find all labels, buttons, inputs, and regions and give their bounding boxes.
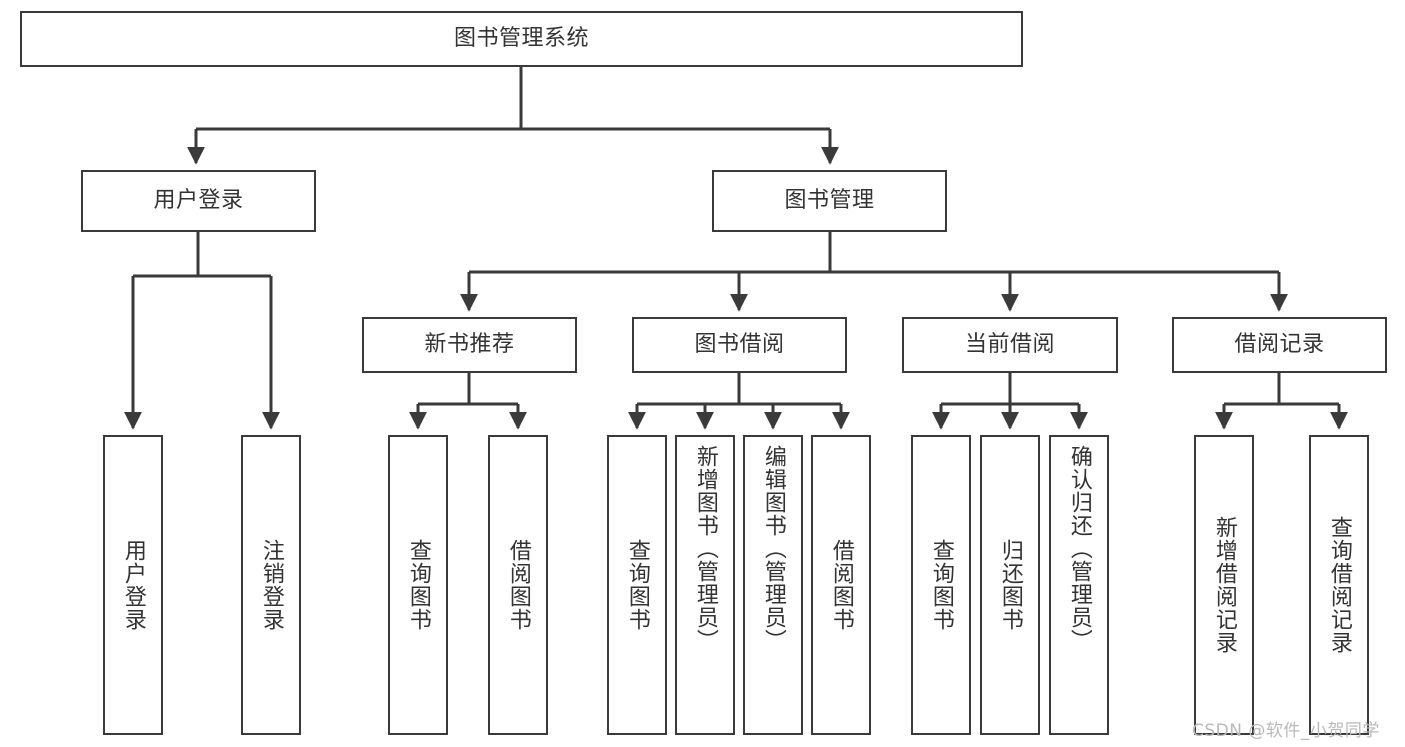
leaf-borrow-book[interactable]: 借阅图书: [811, 435, 871, 735]
node-label: 借阅图书: [505, 539, 531, 631]
node-label: 借阅图书: [828, 539, 854, 631]
node-borrow-record[interactable]: 借阅记录: [1172, 317, 1387, 373]
node-label: 新增图书（管理员）: [692, 445, 718, 652]
node-current-borrow[interactable]: 当前借阅: [902, 317, 1118, 373]
leaf-borrow-book-recommend[interactable]: 借阅图书: [488, 435, 548, 735]
csdn-watermark: CSDN @软件_小贺同学: [1192, 721, 1380, 741]
node-label: 查询图书: [405, 539, 431, 631]
node-label: 归还图书: [997, 539, 1023, 631]
node-user-login[interactable]: 用户登录: [81, 170, 316, 232]
leaf-query-borrow-record[interactable]: 查询借阅记录: [1309, 435, 1369, 735]
node-label: 用户登录: [153, 187, 244, 213]
leaf-add-book-admin[interactable]: 新增图书（管理员）: [675, 435, 735, 735]
node-book-management[interactable]: 图书管理: [712, 170, 947, 232]
node-label: 新增借阅记录: [1211, 516, 1237, 654]
leaf-user-login[interactable]: 用户登录: [103, 435, 163, 735]
node-label: 图书管理系统: [453, 25, 589, 51]
leaf-add-borrow-record[interactable]: 新增借阅记录: [1194, 435, 1254, 735]
leaf-logout[interactable]: 注销登录: [241, 435, 301, 735]
node-new-book-recommend[interactable]: 新书推荐: [362, 317, 577, 373]
node-book-borrow[interactable]: 图书借阅: [632, 317, 847, 373]
node-label: 图书借阅: [694, 331, 785, 357]
node-label: 当前借阅: [964, 331, 1055, 357]
node-label: 查询借阅记录: [1326, 516, 1352, 654]
node-label: 查询图书: [928, 539, 954, 631]
node-root-system[interactable]: 图书管理系统: [20, 11, 1023, 67]
leaf-query-book-recommend[interactable]: 查询图书: [388, 435, 448, 735]
leaf-query-book-borrow[interactable]: 查询图书: [607, 435, 667, 735]
node-label: 编辑图书（管理员）: [760, 445, 786, 652]
leaf-edit-book-admin[interactable]: 编辑图书（管理员）: [743, 435, 803, 735]
leaf-return-book[interactable]: 归还图书: [980, 435, 1040, 735]
node-label: 借阅记录: [1234, 331, 1325, 357]
node-label: 图书管理: [784, 187, 875, 213]
node-label: 注销登录: [258, 539, 284, 631]
node-label: 新书推荐: [424, 331, 515, 357]
node-label: 查询图书: [624, 539, 650, 631]
leaf-query-book-current[interactable]: 查询图书: [911, 435, 971, 735]
node-label: 用户登录: [120, 539, 146, 631]
node-label: 确认归还（管理员）: [1066, 445, 1092, 652]
leaf-confirm-return-admin[interactable]: 确认归还（管理员）: [1049, 435, 1109, 735]
